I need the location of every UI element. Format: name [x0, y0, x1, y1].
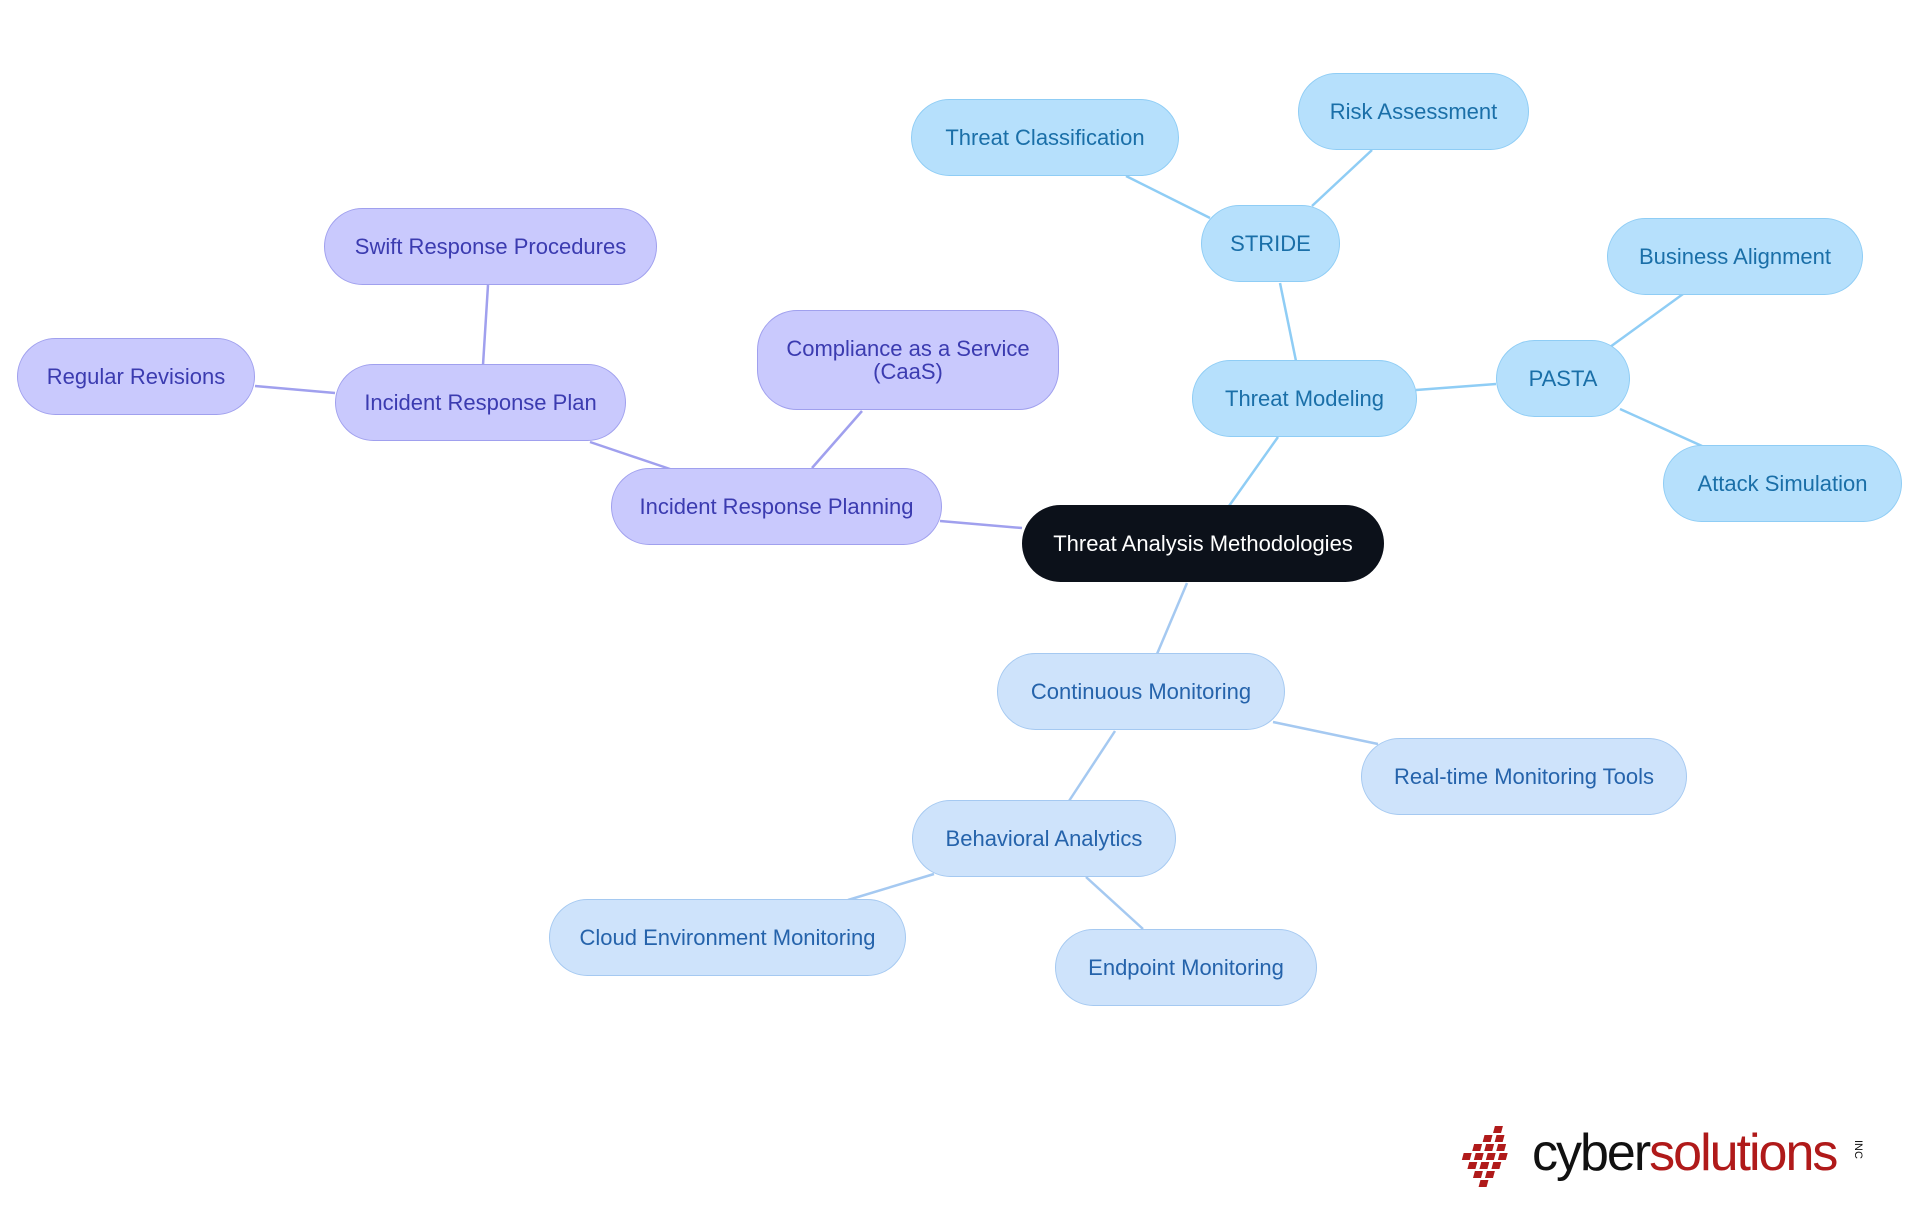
node-behavioral-analytics[interactable]: Behavioral Analytics	[912, 800, 1176, 877]
center-node-label: Threat Analysis Methodologies	[1053, 531, 1353, 556]
node-cloud-environment-monitoring-label: Cloud Environment Monitoring	[579, 925, 876, 950]
edge-center-continuous	[1155, 582, 1189, 655]
node-endpoint-monitoring[interactable]: Endpoint Monitoring	[1055, 929, 1317, 1006]
logo-mark-icon	[1461, 1126, 1508, 1187]
node-swift-response-procedures-label: Swift Response Procedures	[354, 234, 627, 259]
edge-planning-plan	[589, 440, 671, 471]
node-behavioral-analytics-label: Behavioral Analytics	[945, 826, 1143, 851]
node-risk-assessment-label: Risk Assessment	[1329, 99, 1498, 124]
node-continuous-monitoring-label: Continuous Monitoring	[1030, 679, 1252, 704]
node-continuous-monitoring[interactable]: Continuous Monitoring	[997, 653, 1285, 730]
edge-center-incident-response-planning	[939, 519, 1023, 530]
node-compliance-label-line1: Compliance as a Service	[786, 336, 1030, 361]
edge-continuous-realtime	[1272, 720, 1379, 746]
edge-modeling-pasta	[1415, 382, 1497, 392]
edge-stride-classification	[1125, 174, 1211, 220]
node-incident-response-planning-label: Incident Response Planning	[639, 494, 914, 519]
edge-stride-risk	[1311, 149, 1373, 207]
node-attack-simulation-label: Attack Simulation	[1697, 471, 1868, 496]
edge-pasta-business	[1609, 292, 1684, 349]
node-stride-label: STRIDE	[1230, 231, 1311, 256]
node-pasta[interactable]: PASTA	[1496, 340, 1630, 417]
node-threat-classification-label: Threat Classification	[945, 125, 1145, 150]
node-swift-response-procedures[interactable]: Swift Response Procedures	[324, 208, 657, 285]
node-attack-simulation[interactable]: Attack Simulation	[1663, 445, 1902, 522]
edge-modeling-stride	[1278, 282, 1298, 362]
edge-continuous-behavioral	[1067, 730, 1117, 802]
node-business-alignment[interactable]: Business Alignment	[1607, 218, 1863, 295]
edge-plan-swift	[481, 284, 490, 366]
node-endpoint-monitoring-label: Endpoint Monitoring	[1088, 955, 1284, 980]
edge-center-threat-modeling	[1227, 436, 1280, 507]
edge-behavioral-cloud	[847, 872, 935, 902]
edge-plan-revisions	[254, 384, 336, 395]
node-threat-classification[interactable]: Threat Classification	[911, 99, 1179, 176]
logo-text-solutions: solutions	[1649, 1124, 1838, 1182]
edge-behavioral-endpoint	[1085, 876, 1144, 930]
node-cloud-environment-monitoring[interactable]: Cloud Environment Monitoring	[549, 899, 906, 976]
node-stride[interactable]: STRIDE	[1201, 205, 1340, 282]
node-realtime-monitoring-tools-label: Real-time Monitoring Tools	[1393, 764, 1655, 789]
node-threat-modeling[interactable]: Threat Modeling	[1192, 360, 1417, 437]
node-realtime-monitoring-tools[interactable]: Real-time Monitoring Tools	[1361, 738, 1687, 815]
node-regular-revisions-label: Regular Revisions	[46, 364, 226, 389]
node-business-alignment-label: Business Alignment	[1639, 244, 1831, 269]
node-incident-response-planning[interactable]: Incident Response Planning	[611, 468, 942, 545]
logo-wordmark: cybersolutions	[1532, 1118, 1838, 1188]
node-risk-assessment[interactable]: Risk Assessment	[1298, 73, 1529, 150]
logo-text-cyber: cyber	[1532, 1124, 1651, 1182]
cybersolutions-logo: cybersolutions INC	[1460, 1118, 1880, 1188]
edge-pasta-attack	[1619, 407, 1703, 448]
connector-lines	[254, 149, 1703, 930]
node-pasta-label: PASTA	[1528, 366, 1598, 391]
edge-planning-compliance	[811, 410, 863, 469]
node-threat-modeling-label: Threat Modeling	[1225, 386, 1384, 411]
node-compliance-as-a-service[interactable]: Compliance as a Service (CaaS)	[757, 310, 1059, 410]
node-incident-response-plan[interactable]: Incident Response Plan	[335, 364, 626, 441]
node-regular-revisions[interactable]: Regular Revisions	[17, 338, 255, 415]
logo-text-inc: INC	[1852, 1140, 1864, 1159]
node-compliance-label-line2: (CaaS)	[873, 359, 943, 384]
node-incident-response-plan-label: Incident Response Plan	[364, 390, 597, 415]
center-node[interactable]: Threat Analysis Methodologies	[1022, 505, 1384, 582]
